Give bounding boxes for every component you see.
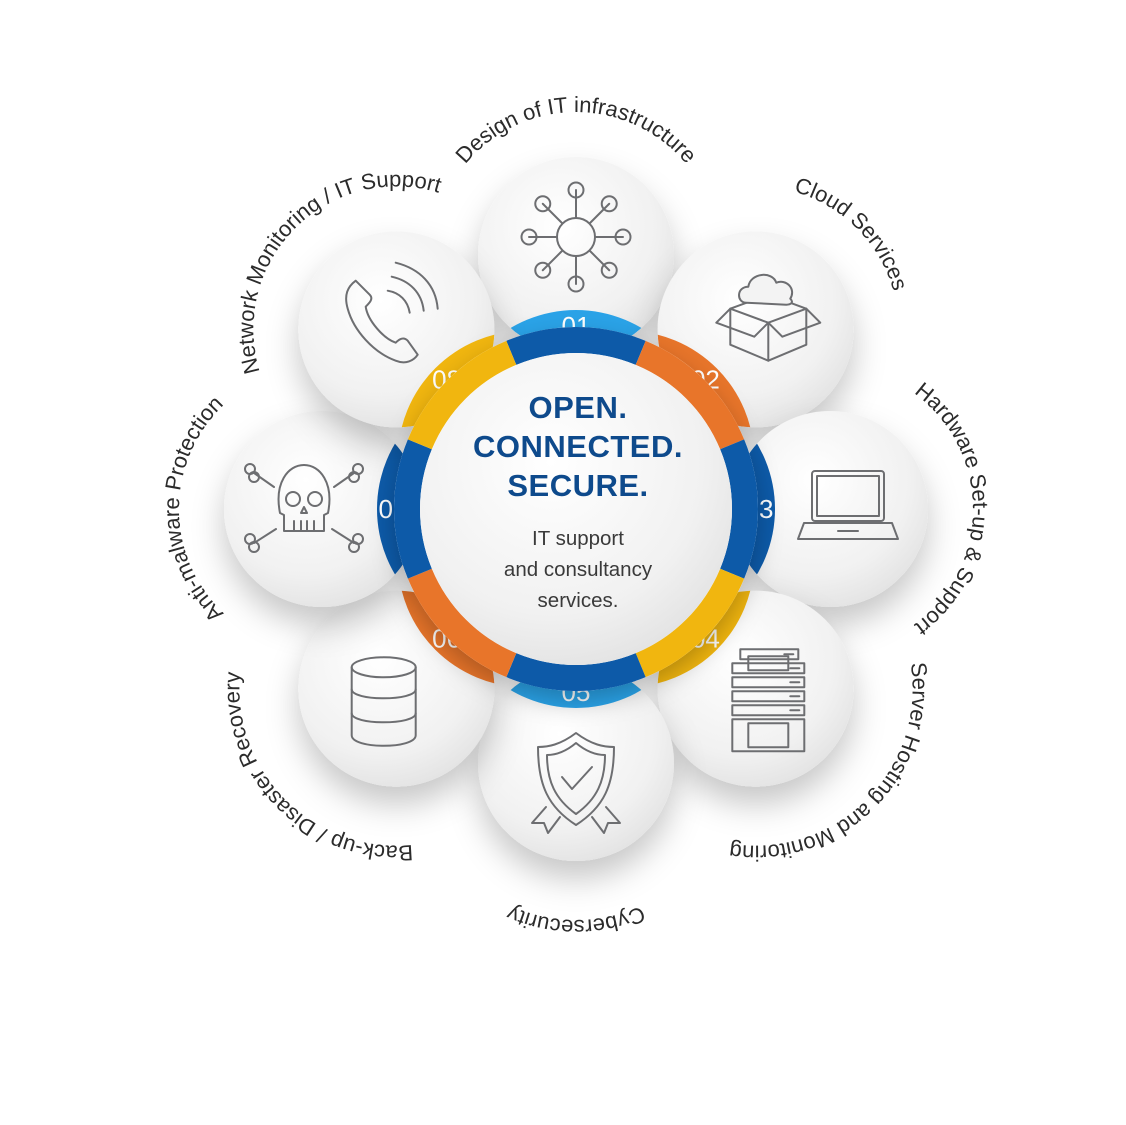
hub-text: OPEN. CONNECTED. SECURE. IT support and …	[438, 388, 718, 616]
server-rack-icon	[731, 648, 806, 753]
ring-segment	[635, 340, 745, 450]
service-label: Cybersecurity	[503, 901, 649, 940]
cloud-box-icon	[715, 273, 822, 362]
central-hub	[394, 327, 758, 691]
service-label: Design of IT infrastructure	[450, 92, 701, 168]
laptop-icon	[797, 470, 899, 540]
ring-segment	[506, 653, 646, 691]
headline-line-3: SECURE.	[507, 468, 649, 503]
hub-ring	[394, 327, 758, 691]
ring-segment	[635, 568, 745, 678]
ring-segment	[720, 439, 758, 579]
ring-segment	[407, 568, 517, 678]
hub-inner-disc	[420, 353, 732, 665]
subtitle-line-1: IT support	[532, 527, 624, 550]
shield-check-icon	[531, 732, 621, 834]
database-icon	[350, 656, 417, 747]
headline-line-1: OPEN.	[528, 390, 628, 425]
service-disc	[478, 665, 674, 861]
subtitle-line-2: and consultancy	[503, 558, 653, 581]
ring-segment	[407, 340, 517, 450]
subtitle-line-3: services.	[537, 589, 619, 612]
network-hub-icon	[520, 181, 632, 293]
skull-crossbones-icon	[244, 463, 364, 553]
hub-headline: OPEN. CONNECTED. SECURE.	[438, 388, 718, 505]
headline-line-2: CONNECTED.	[473, 429, 683, 464]
hub-subtitle: IT support and consultancy services.	[438, 523, 718, 616]
service-disc	[732, 411, 928, 607]
service-disc	[224, 411, 420, 607]
ring-segment	[394, 439, 432, 579]
ring-segment	[506, 327, 646, 365]
service-label: Anti-malware Protection	[159, 391, 228, 628]
phone-icon	[345, 261, 439, 364]
